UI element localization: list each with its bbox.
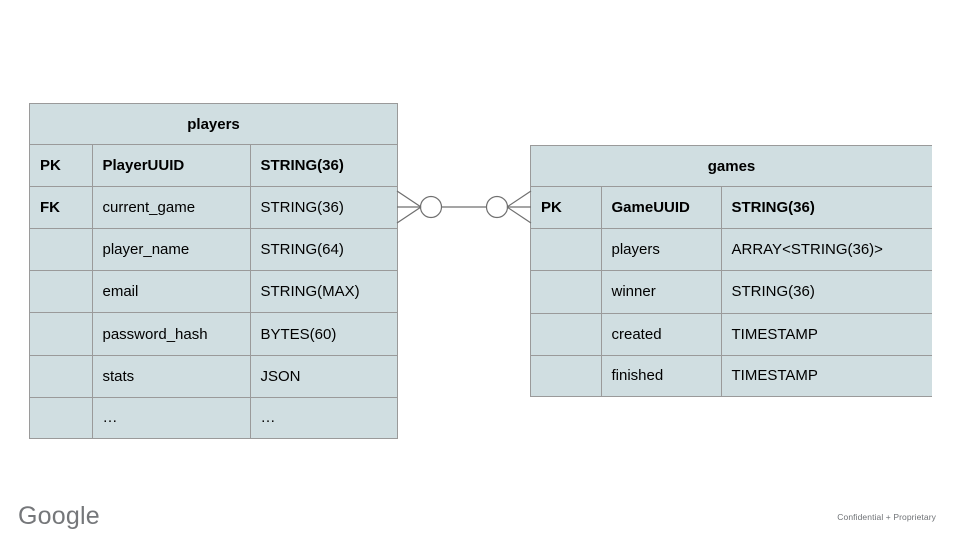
column-key bbox=[531, 270, 602, 314]
entity-title-row: games bbox=[531, 146, 933, 188]
entity-grid-games: games PK GameUUID STRING(36) players ARR… bbox=[531, 146, 933, 396]
column-type: STRING(36) bbox=[720, 186, 933, 230]
table-row: password_hash BYTES(60) bbox=[30, 312, 398, 356]
column-key bbox=[30, 270, 93, 314]
column-type: TIMESTAMP bbox=[720, 354, 933, 396]
column-type: TIMESTAMP bbox=[720, 312, 933, 356]
entity-table-games: games PK GameUUID STRING(36) players ARR… bbox=[530, 145, 933, 397]
table-row: players ARRAY<STRING(36)> bbox=[531, 228, 933, 272]
column-key: FK bbox=[30, 186, 93, 230]
column-field: current_game bbox=[91, 186, 251, 230]
column-field: players bbox=[600, 228, 722, 272]
column-key: PK bbox=[30, 144, 93, 188]
column-field: PlayerUUID bbox=[91, 144, 251, 188]
google-logo: Google bbox=[18, 502, 100, 530]
column-key bbox=[531, 312, 602, 356]
confidentiality-notice: Confidential + Proprietary bbox=[837, 512, 936, 522]
table-row: PK PlayerUUID STRING(36) bbox=[30, 144, 398, 188]
column-key bbox=[30, 312, 93, 356]
entity-title-row: players bbox=[30, 104, 398, 146]
cardinality-circle-right bbox=[485, 195, 509, 219]
column-type: STRING(36) bbox=[249, 144, 398, 188]
entity-title-games: games bbox=[531, 146, 933, 188]
crows-foot-right bbox=[506, 190, 532, 224]
table-row: created TIMESTAMP bbox=[531, 312, 933, 356]
column-field: email bbox=[91, 270, 251, 314]
entity-grid-players: players PK PlayerUUID STRING(36) FK curr… bbox=[30, 104, 398, 438]
table-row: email STRING(MAX) bbox=[30, 270, 398, 314]
column-field: created bbox=[600, 312, 722, 356]
crows-foot-left bbox=[396, 190, 422, 224]
column-type: STRING(MAX) bbox=[249, 270, 398, 314]
column-key bbox=[30, 228, 93, 272]
column-type: STRING(36) bbox=[249, 186, 398, 230]
column-key bbox=[531, 354, 602, 396]
column-field: player_name bbox=[91, 228, 251, 272]
column-key bbox=[30, 396, 93, 438]
table-row: PK GameUUID STRING(36) bbox=[531, 186, 933, 230]
column-key: PK bbox=[531, 186, 602, 230]
column-type: BYTES(60) bbox=[249, 312, 398, 356]
column-type: STRING(64) bbox=[249, 228, 398, 272]
cardinality-circle-left bbox=[419, 195, 443, 219]
column-field: GameUUID bbox=[600, 186, 722, 230]
entity-title-players: players bbox=[30, 104, 398, 146]
table-row: FK current_game STRING(36) bbox=[30, 186, 398, 230]
column-field: password_hash bbox=[91, 312, 251, 356]
table-row: finished TIMESTAMP bbox=[531, 354, 933, 396]
column-type: … bbox=[249, 396, 398, 438]
column-key bbox=[531, 228, 602, 272]
column-field: winner bbox=[600, 270, 722, 314]
table-row: … … bbox=[30, 396, 398, 438]
column-field: … bbox=[91, 396, 251, 438]
column-field: stats bbox=[91, 354, 251, 398]
column-type: ARRAY<STRING(36)> bbox=[720, 228, 933, 272]
column-key bbox=[30, 354, 93, 398]
column-type: JSON bbox=[249, 354, 398, 398]
table-row: stats JSON bbox=[30, 354, 398, 398]
column-type: STRING(36) bbox=[720, 270, 933, 314]
entity-table-players: players PK PlayerUUID STRING(36) FK curr… bbox=[29, 103, 398, 439]
column-field: finished bbox=[600, 354, 722, 396]
table-row: player_name STRING(64) bbox=[30, 228, 398, 272]
table-row: winner STRING(36) bbox=[531, 270, 933, 314]
relationship-connector-players-games bbox=[396, 190, 532, 224]
